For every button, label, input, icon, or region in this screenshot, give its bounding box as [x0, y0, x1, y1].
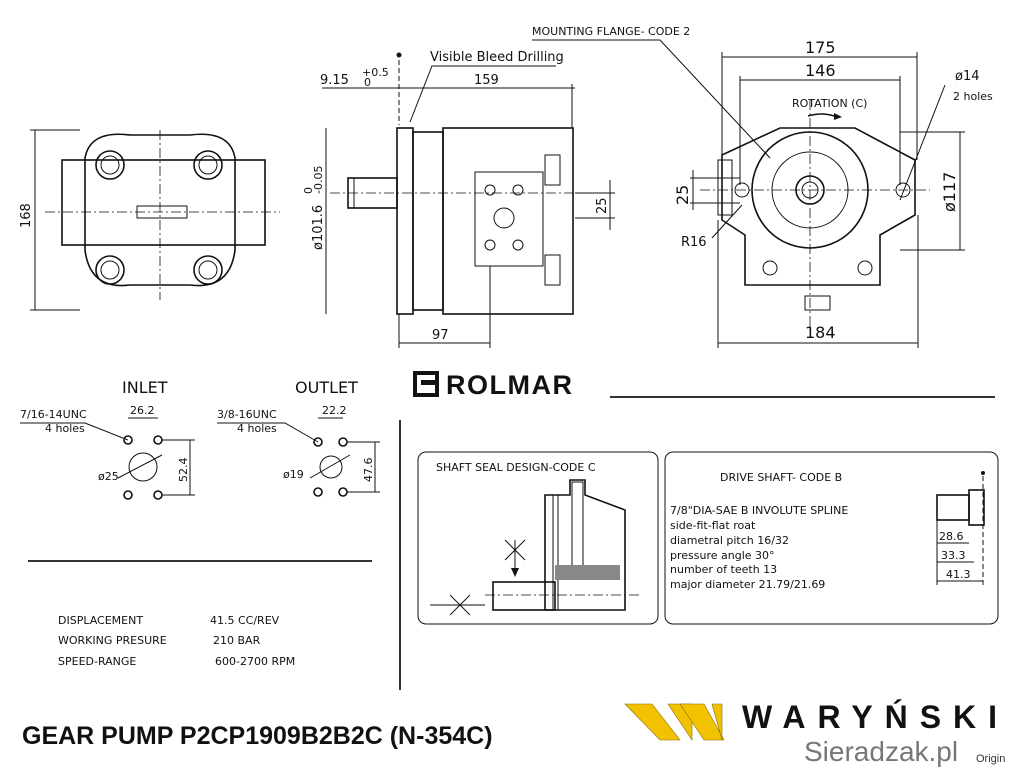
pilot-tol-upper: 0 [302, 187, 315, 194]
front-view: MOUNTING FLANGE- CODE 2 175 146 ROTATION… [532, 25, 993, 348]
bleed-drilling-label: Visible Bleed Drilling [430, 50, 564, 65]
inlet-height: 52.4 [177, 458, 190, 483]
outlet-dia: ø19 [283, 468, 304, 481]
length-dim-159: 159 [474, 73, 499, 88]
spec-line: diametral pitch 16/32 [670, 534, 789, 547]
outlet-port: OUTLET 3/8-16UNC 4 holes 22.2 ø19 47.6 [217, 378, 380, 497]
width-dim-175: 175 [805, 38, 836, 57]
spec-line: side-fit-flat roat [670, 519, 756, 532]
spec-line: pressure angle 30° [670, 549, 775, 562]
spec-value: 41.5 CC/REV [210, 614, 280, 627]
bottom-dim-97: 97 [432, 328, 449, 343]
warynski-logo: WARYŃSKI Sieradzak.pl Origin [624, 699, 1005, 767]
rotation-label: ROTATION (C) [792, 97, 867, 110]
spec-value: 600-2700 RPM [215, 655, 295, 668]
rolmar-logo: ROLMAR [413, 370, 995, 400]
mounting-flange-label: MOUNTING FLANGE- CODE 2 [532, 25, 690, 38]
inlet-holes: 4 holes [45, 422, 85, 435]
width-dim-184: 184 [805, 323, 836, 342]
watermark-sub: Origin [976, 753, 1005, 765]
offset-tol-upper: +0.5 [362, 66, 389, 79]
product-title: GEAR PUMP P2CP1909B2B2C (N-354C) [22, 722, 493, 750]
dia-117-dim: ø117 [940, 172, 959, 212]
inlet-port: INLET 7/16-14UNC 4 holes 26.2 ø25 52.4 [20, 378, 195, 500]
width-dim-146: 146 [805, 61, 836, 80]
specs: DISPLACEMENT 41.5 CC/REV WORKING PRESURE… [58, 614, 295, 668]
offset-tol-lower: 0 [364, 76, 371, 89]
hole-dia-label: ø14 [955, 69, 980, 84]
outlet-thread: 3/8-16UNC [217, 408, 277, 421]
outlet-height: 47.6 [362, 458, 375, 483]
radius-label: R16 [681, 235, 707, 250]
offset-dim: 9.15 [320, 73, 349, 88]
spec-label: DISPLACEMENT [58, 614, 143, 627]
side-view: Visible Bleed Drilling 9.15 +0.5 0 159 ø… [302, 50, 615, 348]
warynski-brand: WARYŃSKI [742, 699, 997, 735]
spec-label: SPEED-RANGE [58, 655, 136, 668]
inlet-spacing: 26.2 [130, 404, 155, 417]
inlet-dia: ø25 [98, 470, 119, 483]
pilot-tol-lower: -0.05 [312, 166, 325, 194]
watermark: Sieradzak.pl [804, 736, 958, 767]
pilot-dia-dim: ø101.6 [311, 205, 326, 250]
spec-line: 7/8"DIA-SAE B INVOLUTE SPLINE [670, 504, 848, 517]
side-dim-25: 25 [673, 185, 692, 205]
height-dim-168: 168 [19, 203, 34, 228]
inlet-thread: 7/16-14UNC [20, 408, 87, 421]
drive-shaft-box: DRIVE SHAFT- CODE B 7/8"DIA-SAE B INVOLU… [664, 451, 999, 625]
rear-view: 168 [19, 129, 280, 311]
outlet-spacing: 22.2 [322, 404, 347, 417]
rolmar-brand: ROLMAR [446, 370, 573, 400]
spec-line: number of teeth 13 [670, 563, 777, 576]
hole-count-label: 2 holes [953, 90, 993, 103]
outlet-title: OUTLET [295, 378, 358, 397]
shaft-dim: 41.3 [946, 568, 971, 581]
inlet-title: INLET [122, 378, 168, 397]
shaft-dim: 28.6 [939, 530, 964, 543]
shaft-dim: 33.3 [941, 549, 966, 562]
spec-line: major diameter 21.79/21.69 [670, 578, 825, 591]
spec-value: 210 BAR [213, 634, 261, 647]
shaft-seal-box: SHAFT SEAL DESIGN-CODE C [417, 451, 659, 625]
drive-shaft-title: DRIVE SHAFT- CODE B [720, 471, 842, 484]
port-offset-dim: 25 [595, 197, 610, 214]
shaft-seal-title: SHAFT SEAL DESIGN-CODE C [436, 461, 596, 474]
outlet-holes: 4 holes [237, 422, 277, 435]
spec-label: WORKING PRESURE [58, 634, 167, 647]
